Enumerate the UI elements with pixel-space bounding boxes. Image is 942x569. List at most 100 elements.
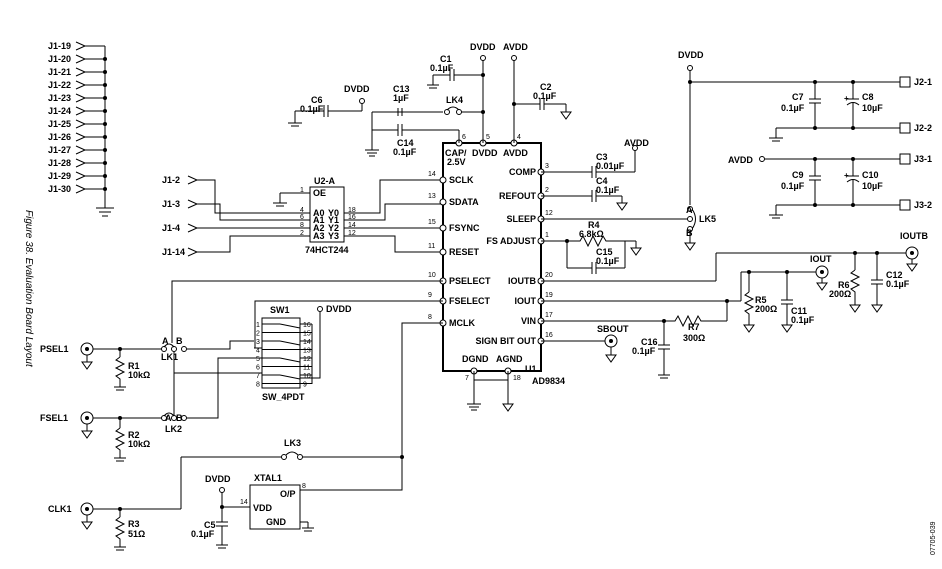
r1-name: R1 (128, 361, 140, 371)
r4-name: R4 (588, 220, 600, 230)
u1-pin-number: 14 (428, 171, 436, 178)
u1-name: U1 (525, 364, 537, 374)
u1-pin-name: SDATA (449, 197, 479, 207)
u1-pin-name: FSELECT (449, 296, 491, 306)
u2-pin-name: Y0 (328, 208, 339, 218)
sw1-pin-number: 16 (303, 322, 311, 329)
r5-name: R5 (755, 295, 767, 305)
u2-pin-name: A0 (313, 208, 325, 218)
u2-pin-name: A2 (313, 223, 325, 233)
c15-value: 0.1µF (596, 256, 620, 266)
figure-caption: Figure 38. Evaluation Board Layout (23, 210, 34, 368)
u1-pin-number: 3 (545, 163, 549, 170)
select-network: PSEL1 R1 10kΩ A B LK1 FSEL1 R2 10kΩ (40, 280, 443, 462)
u1-pin-name: VIN (521, 316, 536, 326)
sw1-pin-number: 4 (256, 348, 260, 355)
lk1-b: B (176, 336, 183, 346)
j-terminal-label: J3-1 (914, 154, 932, 164)
u2-pin-number: 14 (348, 222, 356, 229)
u1-pin-name: MCLK (449, 318, 475, 328)
sw1-name: SW1 (270, 305, 290, 315)
j1-pin-label: J1-28 (48, 158, 71, 168)
r5-value: 200Ω (755, 304, 777, 314)
c10-name: C10 (862, 170, 879, 180)
u1-pin-number: 1 (545, 232, 549, 239)
lk1-label: LK1 (161, 352, 178, 362)
u1-pin-number: 19 (545, 292, 553, 299)
c3-name: C3 (596, 152, 608, 162)
dvdd-label-right: DVDD (678, 50, 704, 60)
u1-pin-number: 4 (517, 134, 521, 141)
c5-value: 0.1µF (191, 529, 215, 539)
u1-pin-name: AVDD (503, 148, 528, 158)
u1-pin-name: 2.5V (447, 157, 466, 167)
c6-name: C6 (311, 95, 323, 105)
sw1-pin-number: 11 (303, 365, 310, 372)
sw1-pin-number: 14 (303, 339, 311, 346)
r6-name: R6 (838, 280, 850, 290)
u1-pin-name: FS ADJUST (486, 236, 536, 246)
ioutb-connector-label: IOUTB (900, 231, 928, 241)
j1-input-group: J1-2J1-3J1-4J1-14 (162, 175, 310, 257)
u1-pin-number: 5 (486, 134, 490, 141)
r3-value: 51Ω (128, 529, 145, 539)
r1-value: 10kΩ (128, 370, 150, 380)
clock-network: LK3 CLK1 R3 51Ω XTAL1 VDD O/P GND 14 8 D… (48, 322, 443, 551)
xtal1-name: XTAL1 (254, 473, 282, 483)
u1-ad9834: U1 AD9834 14SCLK13SDATA15FSYNC11RESET10P… (428, 134, 565, 386)
u2-pin-name: A3 (313, 231, 325, 241)
c4-name: C4 (596, 176, 608, 186)
sw1-pin-number: 6 (256, 365, 260, 372)
r2-name: R2 (128, 430, 140, 440)
u1-pin-number: 18 (513, 375, 521, 382)
u2-pin-number: 2 (300, 230, 304, 237)
lk3-label: LK3 (284, 438, 301, 448)
j1-pin-label: J1-25 (48, 119, 71, 129)
u2-pin-number: 8 (300, 222, 304, 229)
j-terminal-label: J2-1 (914, 77, 932, 87)
sw1-pin-number: 10 (303, 373, 311, 380)
c16-value: 0.1µF (632, 346, 656, 356)
lk5-b: B (686, 228, 693, 238)
sw1-pin-number: 7 (256, 373, 260, 380)
u1-pin-number: 15 (428, 219, 436, 226)
sw1-pin-number: 5 (256, 356, 260, 363)
c10-value: 10µF (862, 181, 883, 191)
sw1-pin-number: 8 (256, 382, 260, 389)
u1-pin-name: RESET (449, 247, 480, 257)
u1-pin-number: 10 (428, 272, 436, 279)
dvdd-label-sw1: DVDD (326, 304, 352, 314)
u1-pin-name: REFOUT (499, 191, 537, 201)
u1-pin-number: 20 (545, 272, 553, 279)
j1-input-label: J1-14 (162, 247, 185, 257)
u1-pin-name: COMP (509, 167, 536, 177)
c8-value: 10µF (862, 103, 883, 113)
u1-pin-name: PSELECT (449, 276, 491, 286)
u2-pin-number: 18 (348, 207, 356, 214)
j1-pin-label: J1-26 (48, 132, 71, 142)
u1-pin-name: SIGN BIT OUT (476, 336, 537, 346)
c12-name: C12 (886, 270, 903, 280)
u2-pin-name: Y3 (328, 231, 339, 241)
sw1-part: SW_4PDT (262, 392, 305, 402)
u2-body (309, 186, 345, 243)
u1-pin-number: 2 (545, 187, 549, 194)
xtal1-vdd: VDD (253, 503, 273, 513)
sw1-pin-number: 2 (256, 331, 260, 338)
r2-value: 10kΩ (128, 439, 150, 449)
u1-pin-name: SLEEP (506, 214, 536, 224)
j1-input-label: J1-3 (162, 199, 180, 209)
c6-value: 0.1µF (300, 104, 324, 114)
dvdd-label-c6: DVDD (344, 84, 370, 94)
u1-pin-name: DVDD (472, 148, 498, 158)
u2-pin-name: Y2 (328, 223, 339, 233)
j1-pin-label: J1-22 (48, 80, 71, 90)
j1-pin-label: J1-19 (48, 41, 71, 51)
lk1-a: A (162, 336, 169, 346)
c2-name: C2 (540, 82, 552, 92)
c15-name: C15 (596, 247, 613, 257)
lk5-label: LK5 (699, 214, 716, 224)
u2-pin-number: 6 (300, 214, 304, 221)
